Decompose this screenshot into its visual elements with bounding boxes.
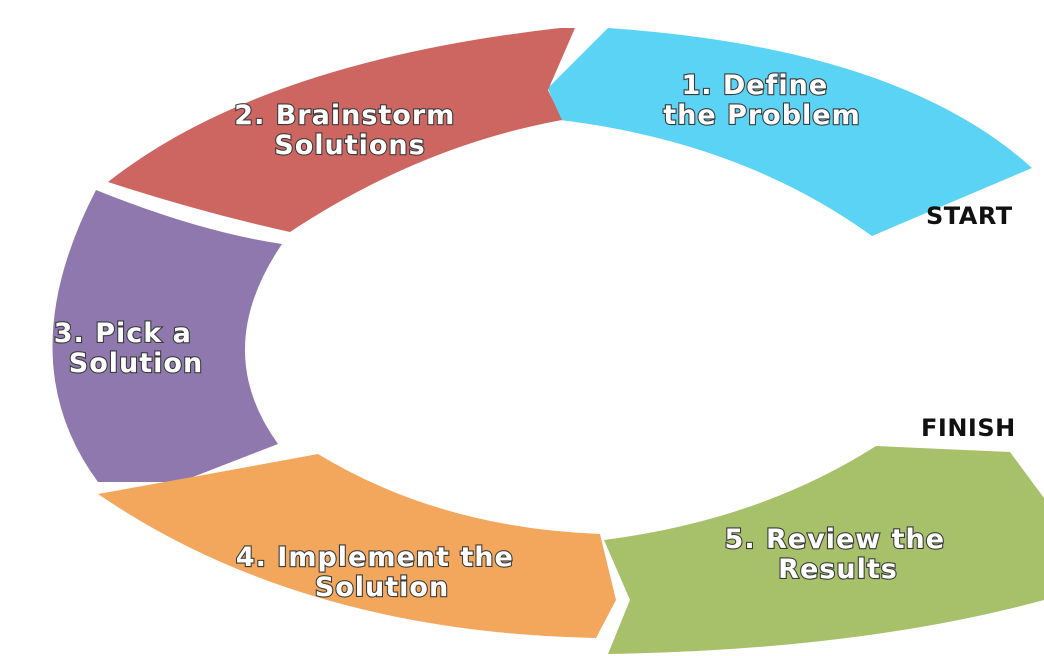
step-5-review-results: 5. Review the Results bbox=[604, 446, 1044, 654]
step-2-arrow-shape bbox=[108, 28, 575, 232]
step-2-label-line-2: Solutions bbox=[274, 130, 425, 161]
step-1-label: 1. Define the Problem bbox=[663, 70, 861, 131]
step-4-implement-solution: 4. Implement the Solution bbox=[98, 454, 616, 638]
step-3-pick-solution: 3. Pick a Solution bbox=[52, 190, 282, 482]
step-3-label-line-1: 3. Pick a bbox=[54, 318, 192, 349]
step-5-label-line-1: 5. Review the bbox=[725, 524, 946, 555]
step-3-label-line-2: Solution bbox=[69, 348, 203, 379]
step-1-label-line-2: the Problem bbox=[663, 100, 861, 131]
step-5-label-line-2: Results bbox=[778, 554, 898, 585]
step-1-label-line-1: 1. Define bbox=[681, 70, 828, 101]
step-2-brainstorm-solutions: 2. Brainstorm Solutions bbox=[108, 28, 575, 232]
step-4-label-line-2: Solution bbox=[315, 572, 449, 603]
step-4-label: 4. Implement the Solution bbox=[236, 542, 524, 603]
step-3-arrow-shape bbox=[52, 190, 282, 482]
step-1-define-problem: 1. Define the Problem bbox=[548, 28, 1032, 236]
step-4-arrow-shape bbox=[98, 454, 616, 638]
finish-marker: FINISH bbox=[921, 414, 1016, 442]
step-2-label-line-1: 2. Brainstorm bbox=[234, 100, 455, 131]
step-2-label: 2. Brainstorm Solutions bbox=[234, 100, 465, 161]
step-1-arrow-shape bbox=[548, 28, 1032, 236]
start-marker: START bbox=[926, 202, 1013, 230]
step-4-label-line-1: 4. Implement the bbox=[236, 542, 514, 573]
step-5-label: 5. Review the Results bbox=[725, 524, 956, 585]
step-3-label: 3. Pick a Solution bbox=[54, 318, 203, 379]
step-5-arrow-shape bbox=[604, 446, 1044, 654]
